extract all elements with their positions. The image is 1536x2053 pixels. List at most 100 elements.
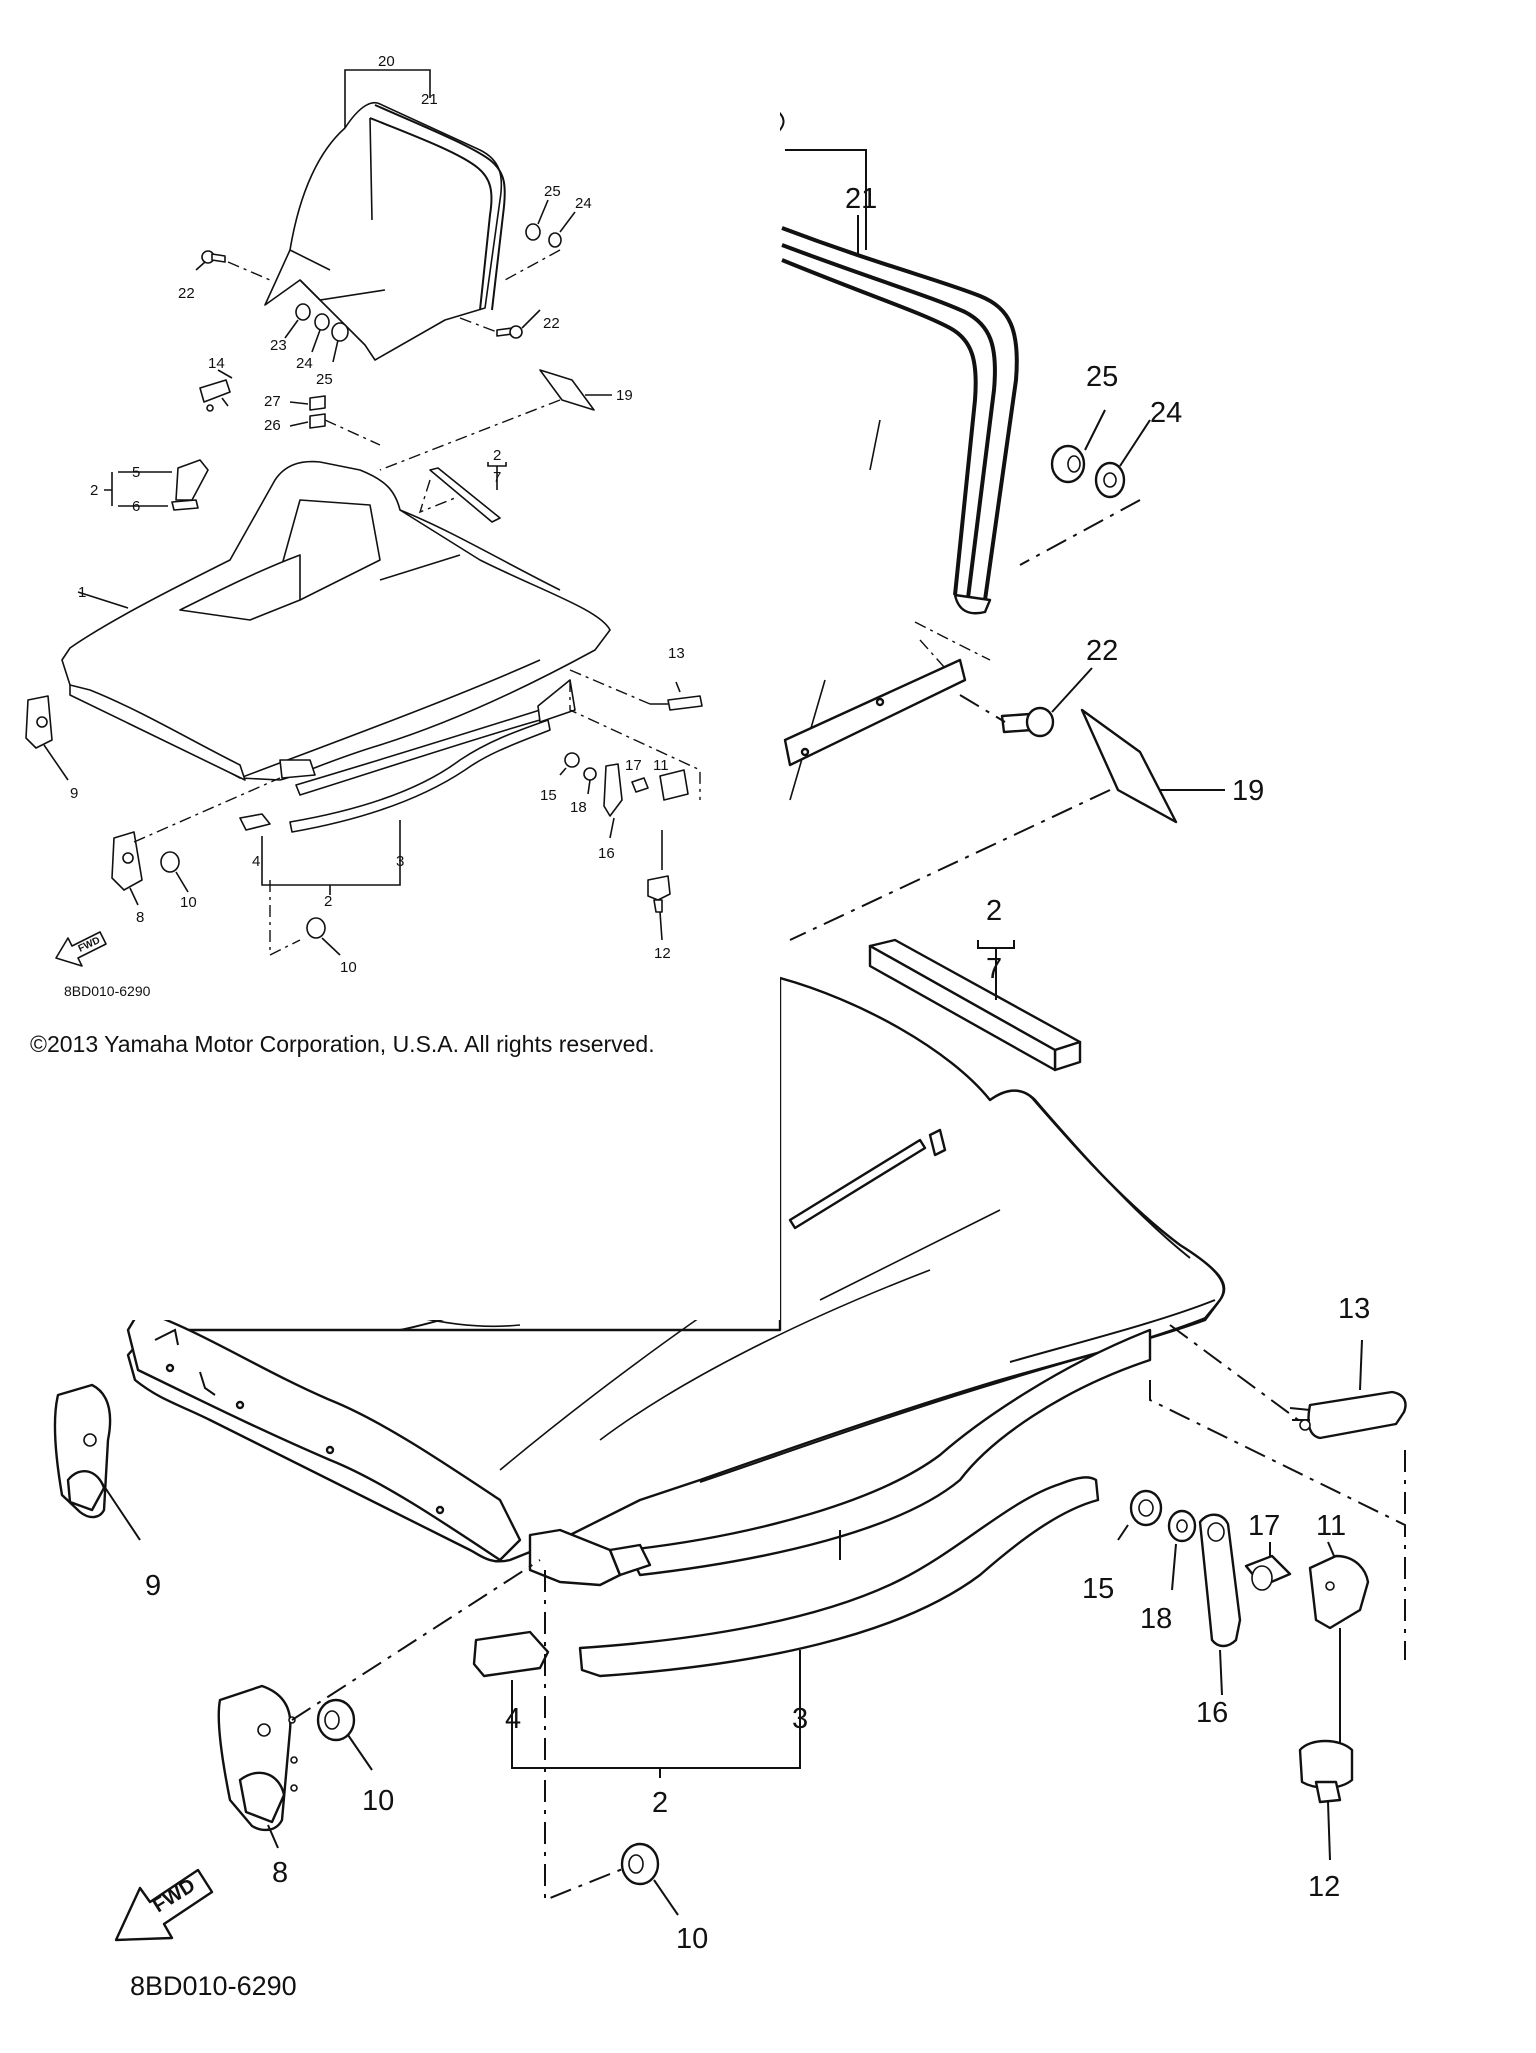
part-17 bbox=[1244, 1542, 1292, 1591]
decal-19 bbox=[1080, 708, 1178, 824]
sm-callout-26: 26 bbox=[264, 417, 281, 434]
bracket-2-7 bbox=[977, 940, 1015, 949]
fwd-arrow-icon: FWD bbox=[114, 1868, 214, 1942]
sm-callout-25b: 25 bbox=[316, 371, 333, 388]
sm-part-14 bbox=[199, 369, 233, 412]
callout-4: 4 bbox=[505, 1703, 521, 1735]
sm-callout-10a: 10 bbox=[180, 894, 197, 911]
guide-nut bbox=[1019, 499, 1141, 566]
sm-parts-5-6 bbox=[104, 459, 209, 511]
sm-bracket-20 bbox=[344, 69, 431, 76]
sm-callout-10b: 10 bbox=[340, 959, 357, 976]
sm-callout-7: 7 bbox=[493, 469, 501, 486]
bracket-20-partial bbox=[785, 149, 867, 250]
callout-12: 12 bbox=[1308, 1871, 1340, 1903]
sm-callout-2a: 2 bbox=[90, 482, 98, 499]
callout-18: 18 bbox=[1140, 1603, 1172, 1635]
part-15 bbox=[1117, 1489, 1163, 1541]
sm-callout-22b: 22 bbox=[543, 315, 560, 332]
callout-2-top: 2 bbox=[986, 895, 1002, 927]
sm-callout-18: 18 bbox=[570, 799, 587, 816]
callout-10a: 10 bbox=[362, 1785, 394, 1817]
sm-callout-11: 11 bbox=[653, 757, 669, 774]
windshield-glare bbox=[869, 419, 881, 471]
hood-1-large bbox=[126, 976, 1226, 1587]
callout-3: 3 bbox=[792, 1703, 808, 1735]
callouts-small: 20 21 25 24 22 23 24 25 22 19 14 27 26 5… bbox=[70, 53, 685, 976]
sm-callout-12: 12 bbox=[654, 945, 671, 962]
part-11 bbox=[1308, 1541, 1370, 1750]
callout-8: 8 bbox=[272, 1857, 288, 1889]
bracket-2-3-4 bbox=[511, 1650, 801, 1769]
sm-strip-7 bbox=[429, 467, 501, 523]
part-12 bbox=[1298, 1739, 1354, 1861]
sm-callout-24b: 24 bbox=[296, 355, 313, 372]
part-9 bbox=[53, 1383, 141, 1541]
sm-callout-16: 16 bbox=[598, 845, 615, 862]
callout-24: 24 bbox=[1150, 397, 1182, 429]
sm-parts-3-4 bbox=[239, 719, 551, 957]
sm-screw-22a bbox=[195, 250, 271, 281]
screw-hole-guide bbox=[914, 621, 991, 661]
callout-16: 16 bbox=[1196, 1697, 1228, 1729]
sm-callout-2c: 2 bbox=[324, 893, 332, 910]
diagram-code: 8BD010-6290 bbox=[130, 1971, 297, 2001]
sm-fwd-arrow-icon: FWD bbox=[55, 931, 107, 967]
sm-callout-24a: 24 bbox=[575, 195, 592, 212]
sm-callout-5: 5 bbox=[132, 464, 140, 481]
sm-callout-22a: 22 bbox=[178, 285, 195, 302]
sm-windshield-20 bbox=[264, 102, 506, 361]
sm-callout-6: 6 bbox=[132, 498, 140, 515]
part-13 bbox=[1149, 1324, 1407, 1660]
sm-callout-2b: 2 bbox=[493, 447, 501, 464]
sm-callout-8: 8 bbox=[136, 909, 144, 926]
callout-2-bottom: 2 bbox=[652, 1787, 668, 1819]
sm-callout-25a: 25 bbox=[544, 183, 561, 200]
guide-decal bbox=[789, 789, 1111, 941]
sm-part-13 bbox=[569, 669, 703, 800]
sm-part-8 bbox=[111, 777, 281, 906]
callout-7: 7 bbox=[986, 953, 1002, 985]
callout-21: 21 bbox=[845, 183, 877, 215]
callout-19: 19 bbox=[1232, 775, 1264, 807]
sm-callout-13: 13 bbox=[668, 645, 685, 662]
sm-pads-26-27 bbox=[289, 395, 381, 446]
callout-25: 25 bbox=[1086, 361, 1118, 393]
part-3 bbox=[578, 1476, 1100, 1678]
callout-11: 11 bbox=[1316, 1510, 1346, 1542]
enlarged-lower-parts: FWD bbox=[53, 1324, 1407, 1942]
sm-leader-1 bbox=[77, 591, 129, 609]
sm-screw-22b bbox=[459, 309, 541, 339]
callout-9: 9 bbox=[145, 1570, 161, 1602]
callout-22: 22 bbox=[1086, 635, 1118, 667]
enlarged-view bbox=[126, 109, 1226, 1587]
sm-washers bbox=[284, 303, 349, 363]
sm-decal-19 bbox=[539, 369, 595, 411]
sm-callout-27: 27 bbox=[264, 393, 281, 410]
seal-strip-7 bbox=[868, 938, 1082, 1072]
screw-22 bbox=[1000, 667, 1093, 738]
small-view: FWD bbox=[25, 69, 703, 967]
sm-callout-15: 15 bbox=[540, 787, 557, 804]
copyright-notice: ©2013 Yamaha Motor Corporation, U.S.A. A… bbox=[30, 1031, 655, 1057]
callout-15: 15 bbox=[1082, 1573, 1114, 1605]
sm-callout-23: 23 bbox=[270, 337, 287, 354]
sm-bushings-10 bbox=[160, 851, 341, 956]
nut-25 bbox=[1050, 409, 1106, 484]
bushing-10a bbox=[316, 1698, 373, 1771]
windshield-lower-flange bbox=[783, 658, 967, 767]
callout-17: 17 bbox=[1248, 1510, 1280, 1542]
sm-diagram-code: 8BD010-6290 bbox=[64, 983, 151, 999]
guide-bushing-10b bbox=[544, 1570, 631, 1902]
sm-parts-15-18-17-11-16 bbox=[559, 752, 689, 839]
sm-nuts-right bbox=[504, 199, 576, 281]
sm-callout-3: 3 bbox=[396, 853, 404, 870]
sm-part-12 bbox=[647, 830, 671, 941]
sm-callout-21: 21 bbox=[421, 91, 438, 108]
sm-callout-4: 4 bbox=[252, 853, 260, 870]
part-16 bbox=[1198, 1513, 1242, 1696]
hood-rivets bbox=[165, 1363, 445, 1515]
callout-13: 13 bbox=[1338, 1293, 1370, 1325]
